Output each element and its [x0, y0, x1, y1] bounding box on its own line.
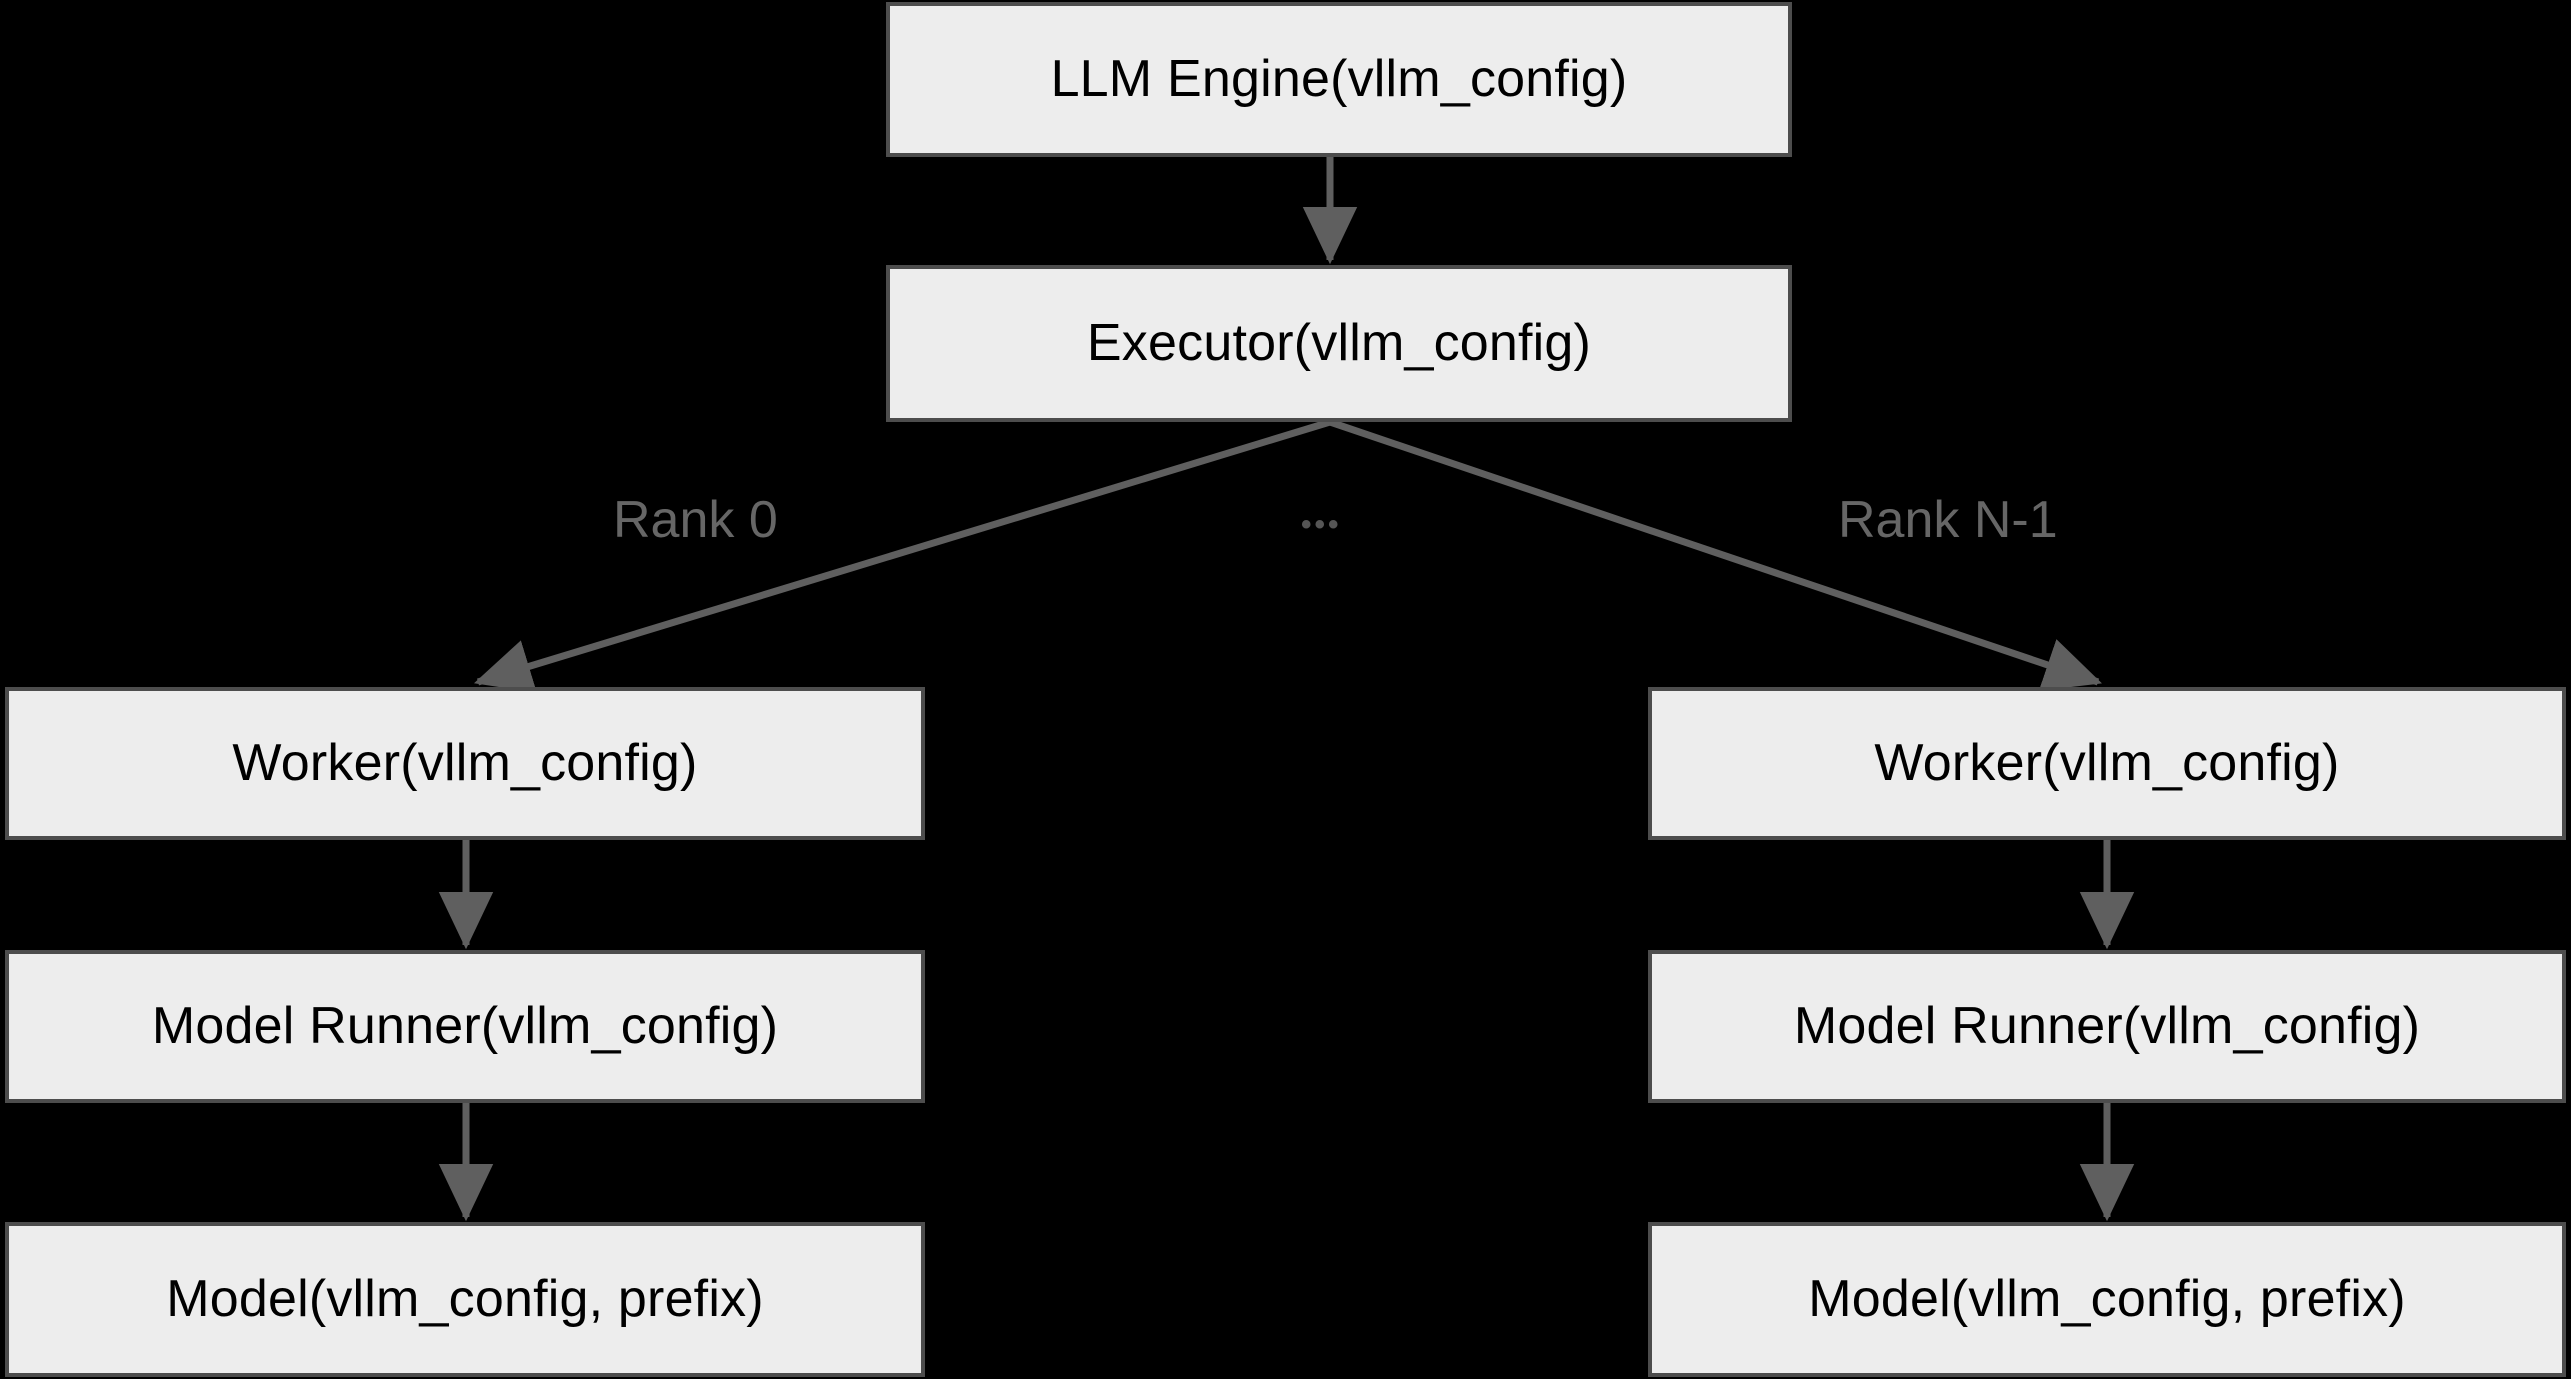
rank-ellipsis-label: •••: [1301, 508, 1342, 541]
edge-executor-to-worker-rankn: [1328, 418, 2102, 691]
node-executor[interactable]: Executor(vllm_config): [886, 265, 1792, 422]
node-worker-rankn[interactable]: Worker(vllm_config): [1648, 687, 2566, 840]
node-llm-engine[interactable]: LLM Engine(vllm_config): [886, 2, 1792, 157]
node-model-rankn[interactable]: Model(vllm_config, prefix): [1648, 1222, 2566, 1377]
edge-executor-to-worker-rank0: [473, 418, 1332, 693]
node-model-rank0[interactable]: Model(vllm_config, prefix): [5, 1222, 925, 1377]
edge-label-rank-0: Rank 0: [613, 491, 778, 549]
node-model-runner-rank0[interactable]: Model Runner(vllm_config): [5, 950, 925, 1103]
node-model-runner-rankn[interactable]: Model Runner(vllm_config): [1648, 950, 2566, 1103]
edge-label-rank-n-1: Rank N-1: [1838, 491, 2058, 549]
node-worker-rank0[interactable]: Worker(vllm_config): [5, 687, 925, 840]
